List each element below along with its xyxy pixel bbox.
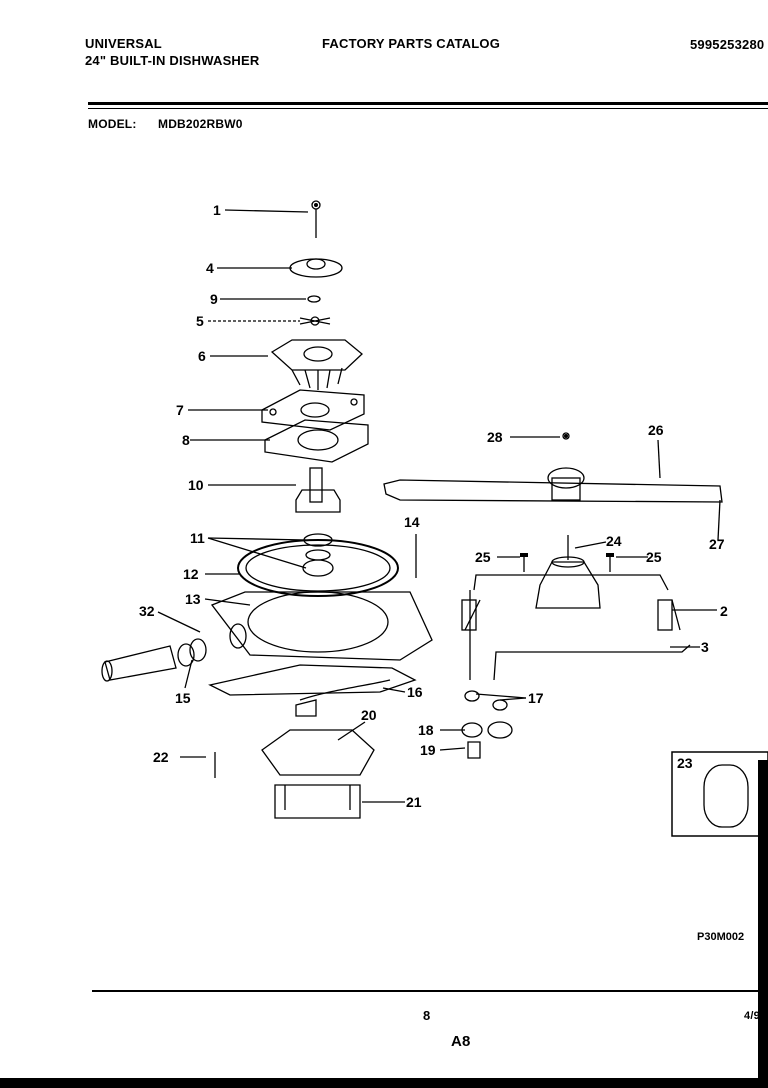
callout-18: 18 <box>418 722 434 738</box>
callout-8: 8 <box>182 432 190 448</box>
callout-5: 5 <box>196 313 204 329</box>
callout-14: 14 <box>404 514 420 530</box>
callout-6: 6 <box>198 348 206 364</box>
footer-rule <box>92 990 768 992</box>
callout-26: 26 <box>648 422 664 438</box>
model-label: MODEL: <box>88 117 137 131</box>
callout-20: 20 <box>361 707 377 723</box>
brand-name: UNIVERSAL <box>85 36 162 51</box>
callout-3: 3 <box>701 639 709 655</box>
callout-23: 23 <box>677 755 693 771</box>
drawing-code: P30M002 <box>697 931 745 943</box>
callout-27: 27 <box>709 536 725 552</box>
callout-22: 22 <box>153 749 169 765</box>
callout-17: 17 <box>528 690 544 706</box>
callout-9: 9 <box>210 291 218 307</box>
catalog-number: 5995253280 <box>690 37 765 52</box>
callout-25-right: 25 <box>646 549 662 565</box>
header-rule-thin <box>88 108 768 109</box>
callout-32: 32 <box>139 603 155 619</box>
callout-21: 21 <box>406 794 422 810</box>
callout-24: 24 <box>606 533 622 549</box>
scan-border-right <box>758 760 768 1078</box>
callout-25-left: 25 <box>475 549 491 565</box>
page-number: 8 <box>423 1008 431 1023</box>
section-code: A8 <box>451 1033 471 1050</box>
callout-11: 11 <box>190 530 205 546</box>
callout-4: 4 <box>206 260 214 276</box>
product-name: 24" BUILT-IN DISHWASHER <box>85 53 260 68</box>
callout-19: 19 <box>420 742 436 758</box>
header-rule-thick <box>88 102 768 105</box>
scan-border-bottom <box>0 1078 768 1088</box>
callout-13: 13 <box>185 591 201 607</box>
callout-2: 2 <box>720 603 728 619</box>
catalog-title: FACTORY PARTS CATALOG <box>322 36 501 51</box>
callout-15: 15 <box>175 690 191 706</box>
model-number: MDB202RBW0 <box>158 117 243 131</box>
callout-12: 12 <box>183 566 199 582</box>
callout-1: 1 <box>213 202 221 218</box>
callout-28: 28 <box>487 429 503 445</box>
callout-10: 10 <box>188 477 204 493</box>
callout-7: 7 <box>176 402 184 418</box>
callout-16: 16 <box>407 684 423 700</box>
